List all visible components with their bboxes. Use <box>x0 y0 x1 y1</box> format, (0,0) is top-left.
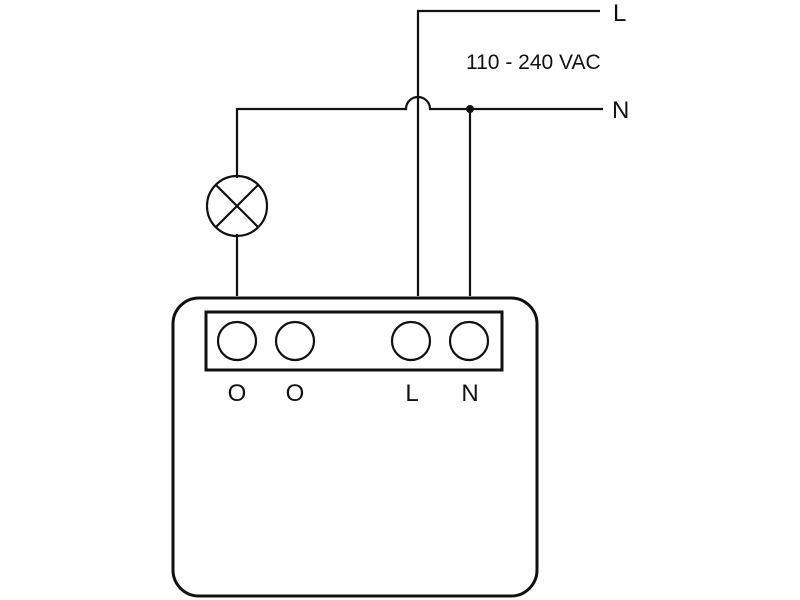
neutral-wire <box>235 95 603 296</box>
terminal-n <box>448 320 490 362</box>
lamp-icon <box>205 174 269 238</box>
terminal-o2 <box>274 320 316 362</box>
relay-device-body <box>171 296 539 598</box>
junction-dot <box>466 105 474 113</box>
line-wire <box>416 9 600 296</box>
supply-neutral-label: N <box>612 97 629 124</box>
terminal-o1 <box>216 320 258 362</box>
terminal-block <box>204 310 504 372</box>
terminal-label-o1: O <box>228 380 247 407</box>
terminal-label-l: L <box>405 380 418 407</box>
terminal-label-n: N <box>461 380 478 407</box>
supply-line-label: L <box>613 0 626 27</box>
terminal-l <box>390 320 432 362</box>
terminal-label-o2: O <box>286 380 305 407</box>
voltage-label: 110 - 240 VAC <box>466 51 601 74</box>
